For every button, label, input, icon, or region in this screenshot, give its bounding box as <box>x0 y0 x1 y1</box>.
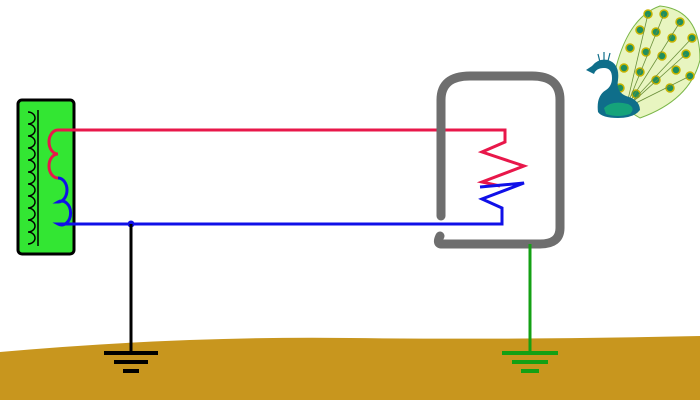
secondary-coil-neutral-icon <box>52 176 73 227</box>
ground-soil <box>0 336 700 400</box>
transformer-body <box>16 98 76 256</box>
neutral-wire <box>70 181 525 226</box>
appliance-earth-symbol-icon <box>502 351 558 373</box>
secondary-coil-live-icon <box>47 128 70 180</box>
appliance-casing <box>433 71 565 249</box>
transformer-primary-coil-icon <box>27 111 36 245</box>
live-wire <box>70 128 529 188</box>
peacock-icon <box>586 5 700 119</box>
source-earth-symbol-icon <box>104 351 158 373</box>
